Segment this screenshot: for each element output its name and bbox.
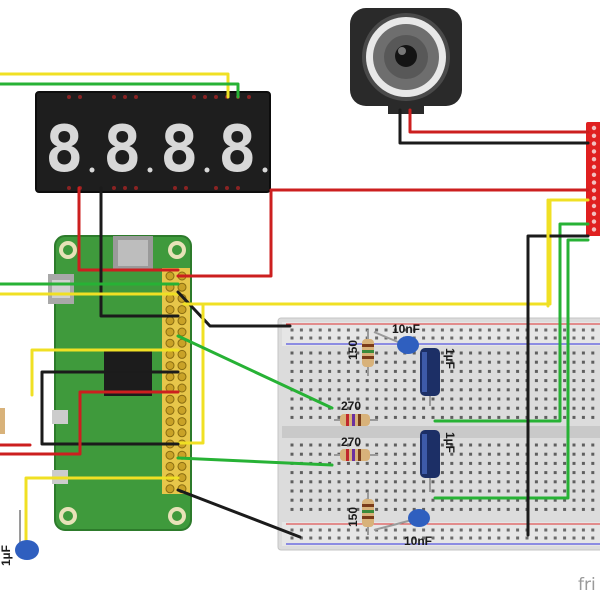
label-c1uf-top: 1µF [443,348,457,369]
passive-components [0,330,440,560]
fritzing-watermark: fri [578,575,596,595]
capacitor-1uf-left [15,540,39,560]
display-digit-2: 8 [103,113,142,187]
component-labels: 150 10nF 1µF 270 270 1µF 150 10nF 1µF fr… [0,322,596,595]
display-digit-4: 8 [218,113,257,187]
speaker [350,8,462,114]
capacitor-10nf-bot [408,509,430,527]
breadboard [277,317,600,551]
label-c10nf-bot: 10nF [404,534,432,548]
raspberry-pi-zero [48,235,192,531]
label-r270-a: 270 [341,399,361,413]
display-digit-3: 8 [160,113,199,187]
label-c1uf-left: 1µF [0,545,13,566]
wires [0,72,590,542]
display-digit-1: 8 [45,113,84,187]
header-breakout [586,122,600,236]
label-r270-b: 270 [341,435,361,449]
alphanumeric-display: 8 8 8 8 [35,91,271,193]
capacitor-10nf-top [397,336,419,354]
label-c1uf-mid: 1µF [443,432,457,453]
label-c10nf-top: 10nF [392,322,420,336]
label-r150-bot: 150 [346,507,360,527]
label-r150-top: 150 [346,340,360,360]
